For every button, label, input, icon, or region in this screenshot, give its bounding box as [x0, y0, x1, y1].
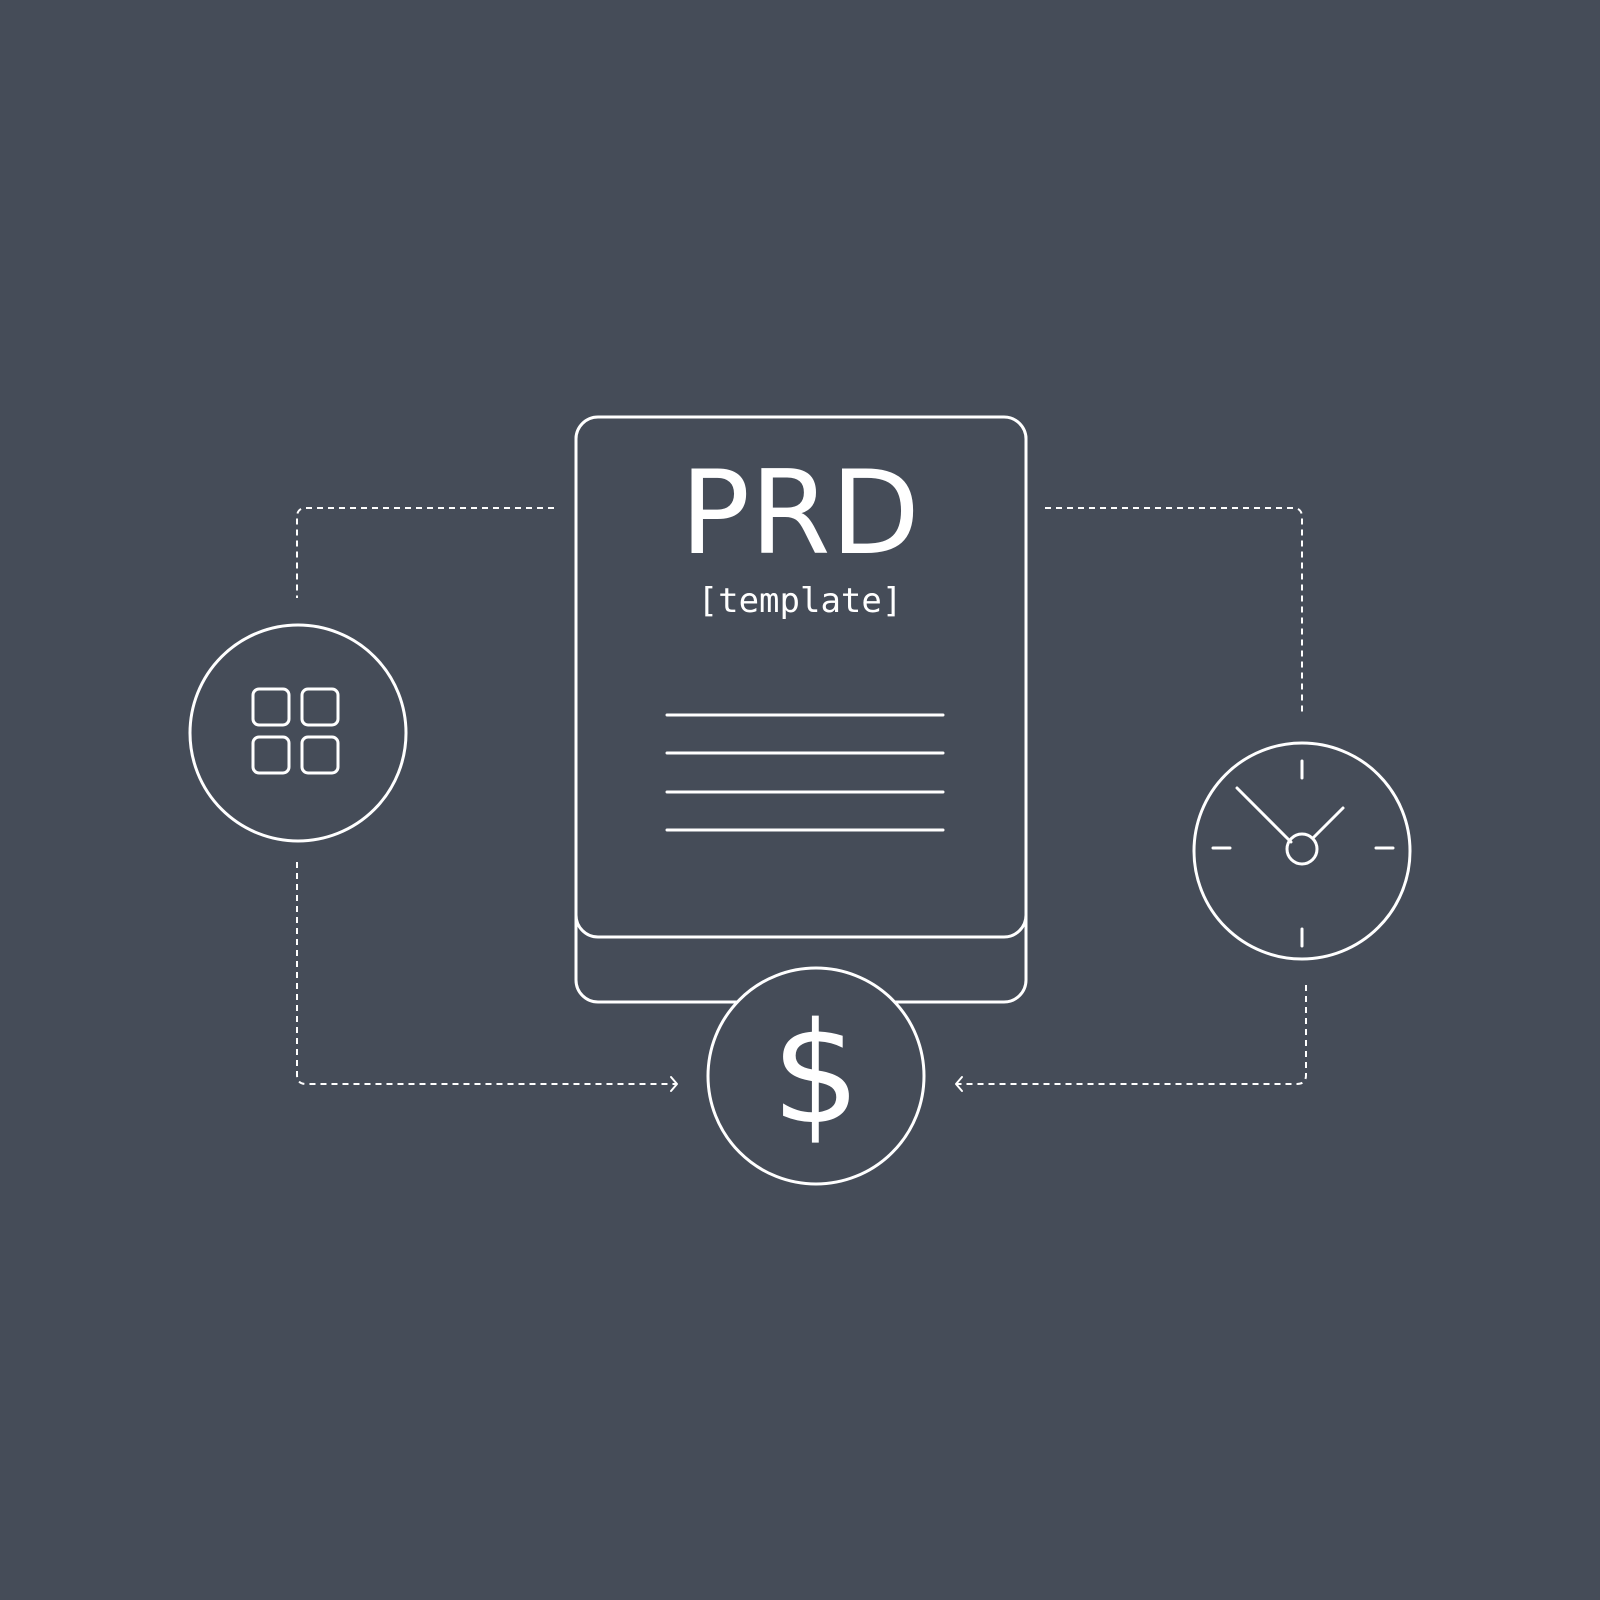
arrowhead-right-to-bottom [955, 1076, 963, 1092]
left-node-circle [188, 623, 408, 843]
left-node [188, 623, 408, 843]
document-title: PRD [680, 446, 920, 581]
grid-icon [251, 687, 340, 775]
connectors [296, 507, 1307, 1092]
arrowhead-left-to-bottom [670, 1076, 678, 1092]
connector-left-to-bottom [296, 862, 676, 1085]
bottom-node: $ [706, 966, 926, 1186]
document-front-page [574, 415, 1028, 939]
dollar-icon: $ [771, 993, 860, 1156]
right-node [1192, 741, 1412, 961]
document-subtitle: [template] [698, 581, 903, 621]
connector-doc-to-right [1045, 507, 1303, 714]
prd-document: PRD [template] [574, 415, 1028, 1004]
bottom-node-circle [706, 966, 926, 1186]
connector-doc-to-left [296, 507, 554, 598]
clock-icon [1211, 759, 1395, 948]
connector-right-to-bottom [955, 985, 1307, 1085]
document-content-lines [665, 713, 945, 832]
